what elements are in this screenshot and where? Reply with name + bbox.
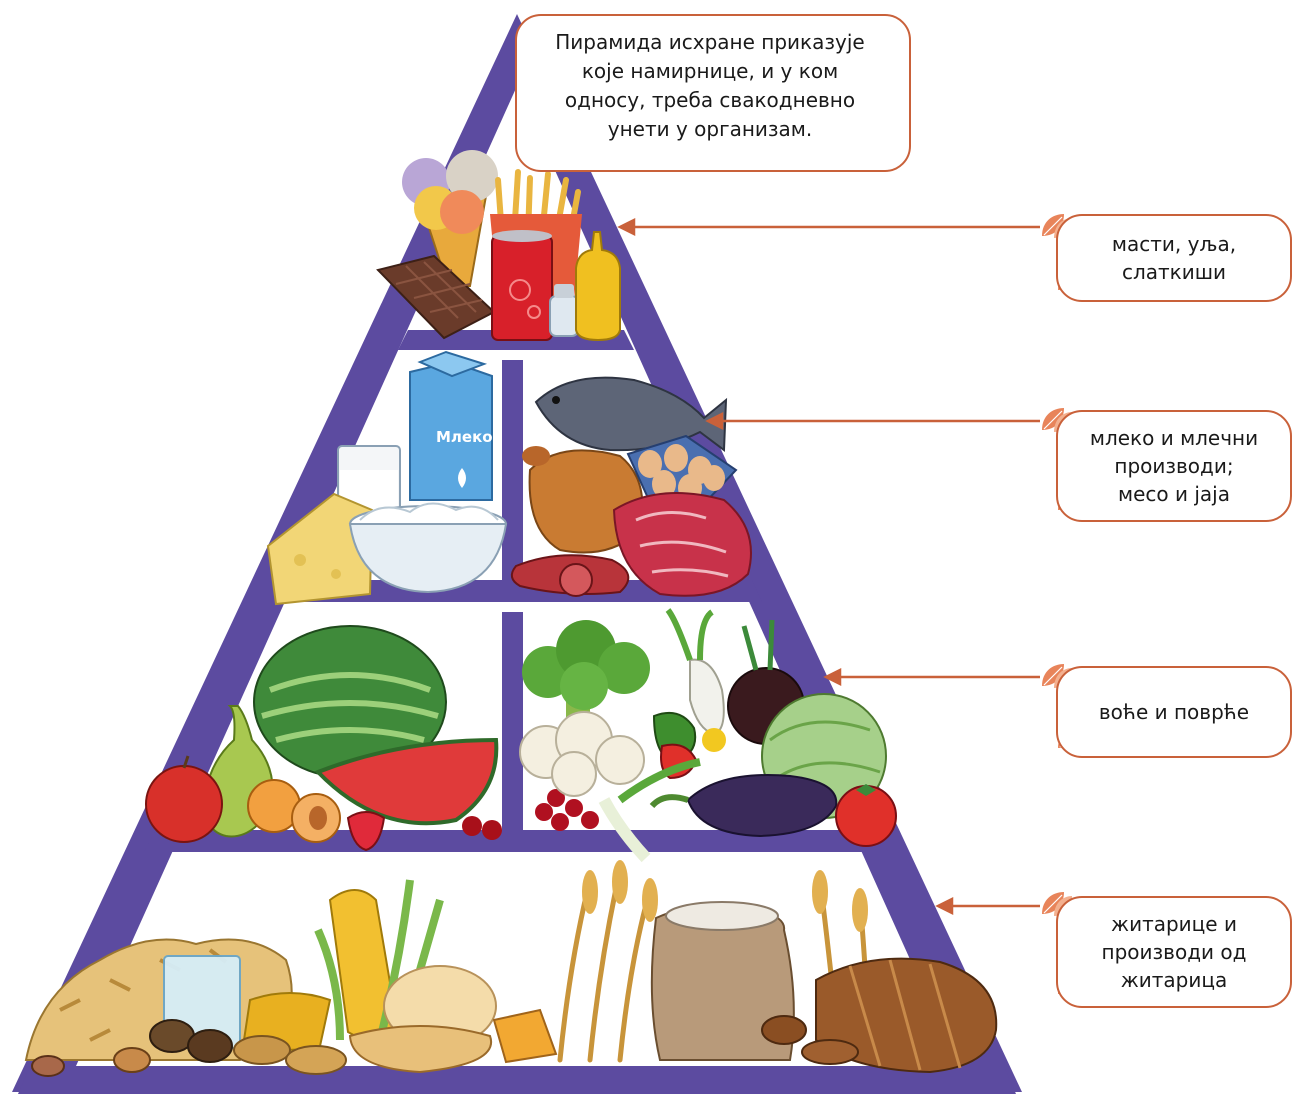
callout-fats-sweets-label: масти, уља, слаткиши <box>1112 230 1236 286</box>
salt-shaker-icon <box>550 284 578 336</box>
soda-can-icon <box>492 230 552 340</box>
callout-dairy-meat: млеко и млечни производи; месо и јаја <box>1056 410 1292 522</box>
callout-grains-label: житарице и производи од житарица <box>1102 910 1247 994</box>
callout-dairy-meat-label: млеко и млечни производи; месо и јаја <box>1090 424 1258 508</box>
callout-fruit-vegetables-label: воће и поврће <box>1099 698 1249 726</box>
callout-grains: житарице и производи од житарица <box>1056 896 1292 1008</box>
intro-note-text: Пирамида исхране приказује које намирниц… <box>540 28 880 144</box>
callout-fats-sweets: масти, уља, слаткиши <box>1056 214 1292 302</box>
tomato-icon <box>836 784 896 846</box>
callout-fruit-vegetables: воће и поврће <box>1056 666 1292 758</box>
milk-carton-icon: Млеко <box>410 352 493 500</box>
milk-carton-label: Млеко <box>436 428 493 446</box>
